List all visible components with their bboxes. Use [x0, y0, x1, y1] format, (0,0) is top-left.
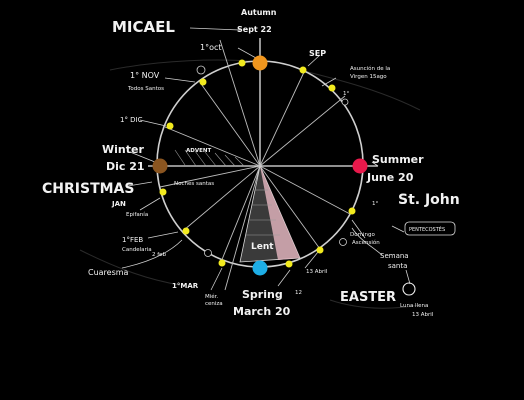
stjohn-label: St. John [398, 192, 460, 208]
marker-aug [328, 84, 336, 92]
marker-may [316, 246, 324, 254]
marker-jan [159, 188, 167, 196]
winter-date: Dic 21 [106, 160, 145, 173]
asuncion-line2: Virgen 15ago [350, 74, 387, 80]
noches-santas-label: Noches santas [174, 181, 214, 187]
marker-sep [299, 66, 307, 74]
marker-feb [182, 227, 190, 235]
spring-marker-icon [252, 260, 268, 276]
marker-apr [285, 260, 293, 268]
christmas-label: CHRISTMAS [42, 181, 134, 197]
summer-date: June 20 [366, 171, 414, 184]
lent-label: Lent [251, 242, 274, 252]
winter-label: Winter [102, 143, 144, 156]
autumn-marker-icon [252, 55, 268, 71]
todos-santos-label: Todos Santos [127, 86, 164, 92]
autumn-label: Autumn [241, 8, 277, 17]
marker-nov [199, 78, 207, 86]
easter-label: EASTER [340, 290, 396, 305]
month-markers [159, 59, 356, 268]
marker-mar [218, 259, 226, 267]
marker-dic [166, 122, 174, 130]
ascension-line2: Ascensión [352, 239, 380, 246]
abril13-label: 13 Abril [306, 269, 328, 275]
autumn-date: Sept 22 [237, 25, 272, 34]
num12-label: 12 [295, 290, 302, 296]
spring-date: March 20 [233, 305, 291, 318]
miercoles-line2: ceniza [205, 301, 223, 307]
pentecost-box [404, 221, 456, 236]
candelaria-line2: 2 feb [152, 252, 167, 258]
full-moon-icon [402, 282, 416, 296]
ascension-line1: Domingo [350, 232, 375, 238]
connector-lines [121, 27, 411, 291]
semana-line2: santa [388, 262, 407, 270]
summer-marker-icon [352, 158, 368, 174]
micael-label: MICAEL [112, 18, 175, 36]
asuncion-line1: Asunción de la [350, 65, 390, 72]
board-smudges [79, 59, 421, 309]
lent-wedge [239, 164, 301, 263]
feb1-label: 1°FEB [122, 236, 143, 244]
candelaria-line1: Candelaria [122, 247, 152, 253]
month-spokes [159, 39, 351, 291]
cuaresma-label: Cuaresma [88, 268, 129, 277]
marker-jun [348, 207, 356, 215]
jun1-label: 1° [372, 201, 378, 207]
epifania-label: Epifanía [126, 211, 148, 218]
dic1-label: 1° DIC [120, 116, 143, 124]
luna-llena-line2: 13 Abril [412, 312, 434, 318]
luna-llena-line1: Luna llena [400, 303, 428, 309]
labels: MICAEL Autumn Sept 22 1°oct SEP Asunción… [42, 8, 460, 318]
sep-label: SEP [309, 49, 326, 58]
pentecost-label: PENTECOSTÉS [409, 225, 445, 233]
oct1-label: 1°oct [200, 43, 222, 52]
semana-line1: Semana [380, 252, 409, 260]
spring-label: Spring [242, 288, 283, 301]
jan-label: JAN [111, 200, 126, 208]
miercoles-line1: Miér. [205, 293, 218, 300]
winter-marker-icon [152, 158, 168, 174]
advent-label: ADVENT [186, 148, 211, 154]
nov1-label: 1° NOV [130, 71, 160, 80]
summer-label: Summer [372, 153, 424, 166]
mar1-label: 1°MAR [172, 282, 199, 290]
marker-oct [238, 59, 246, 67]
dark-ticks [196, 65, 349, 257]
advent-hatch [174, 149, 245, 167]
ago-mark: 1° [343, 91, 349, 97]
